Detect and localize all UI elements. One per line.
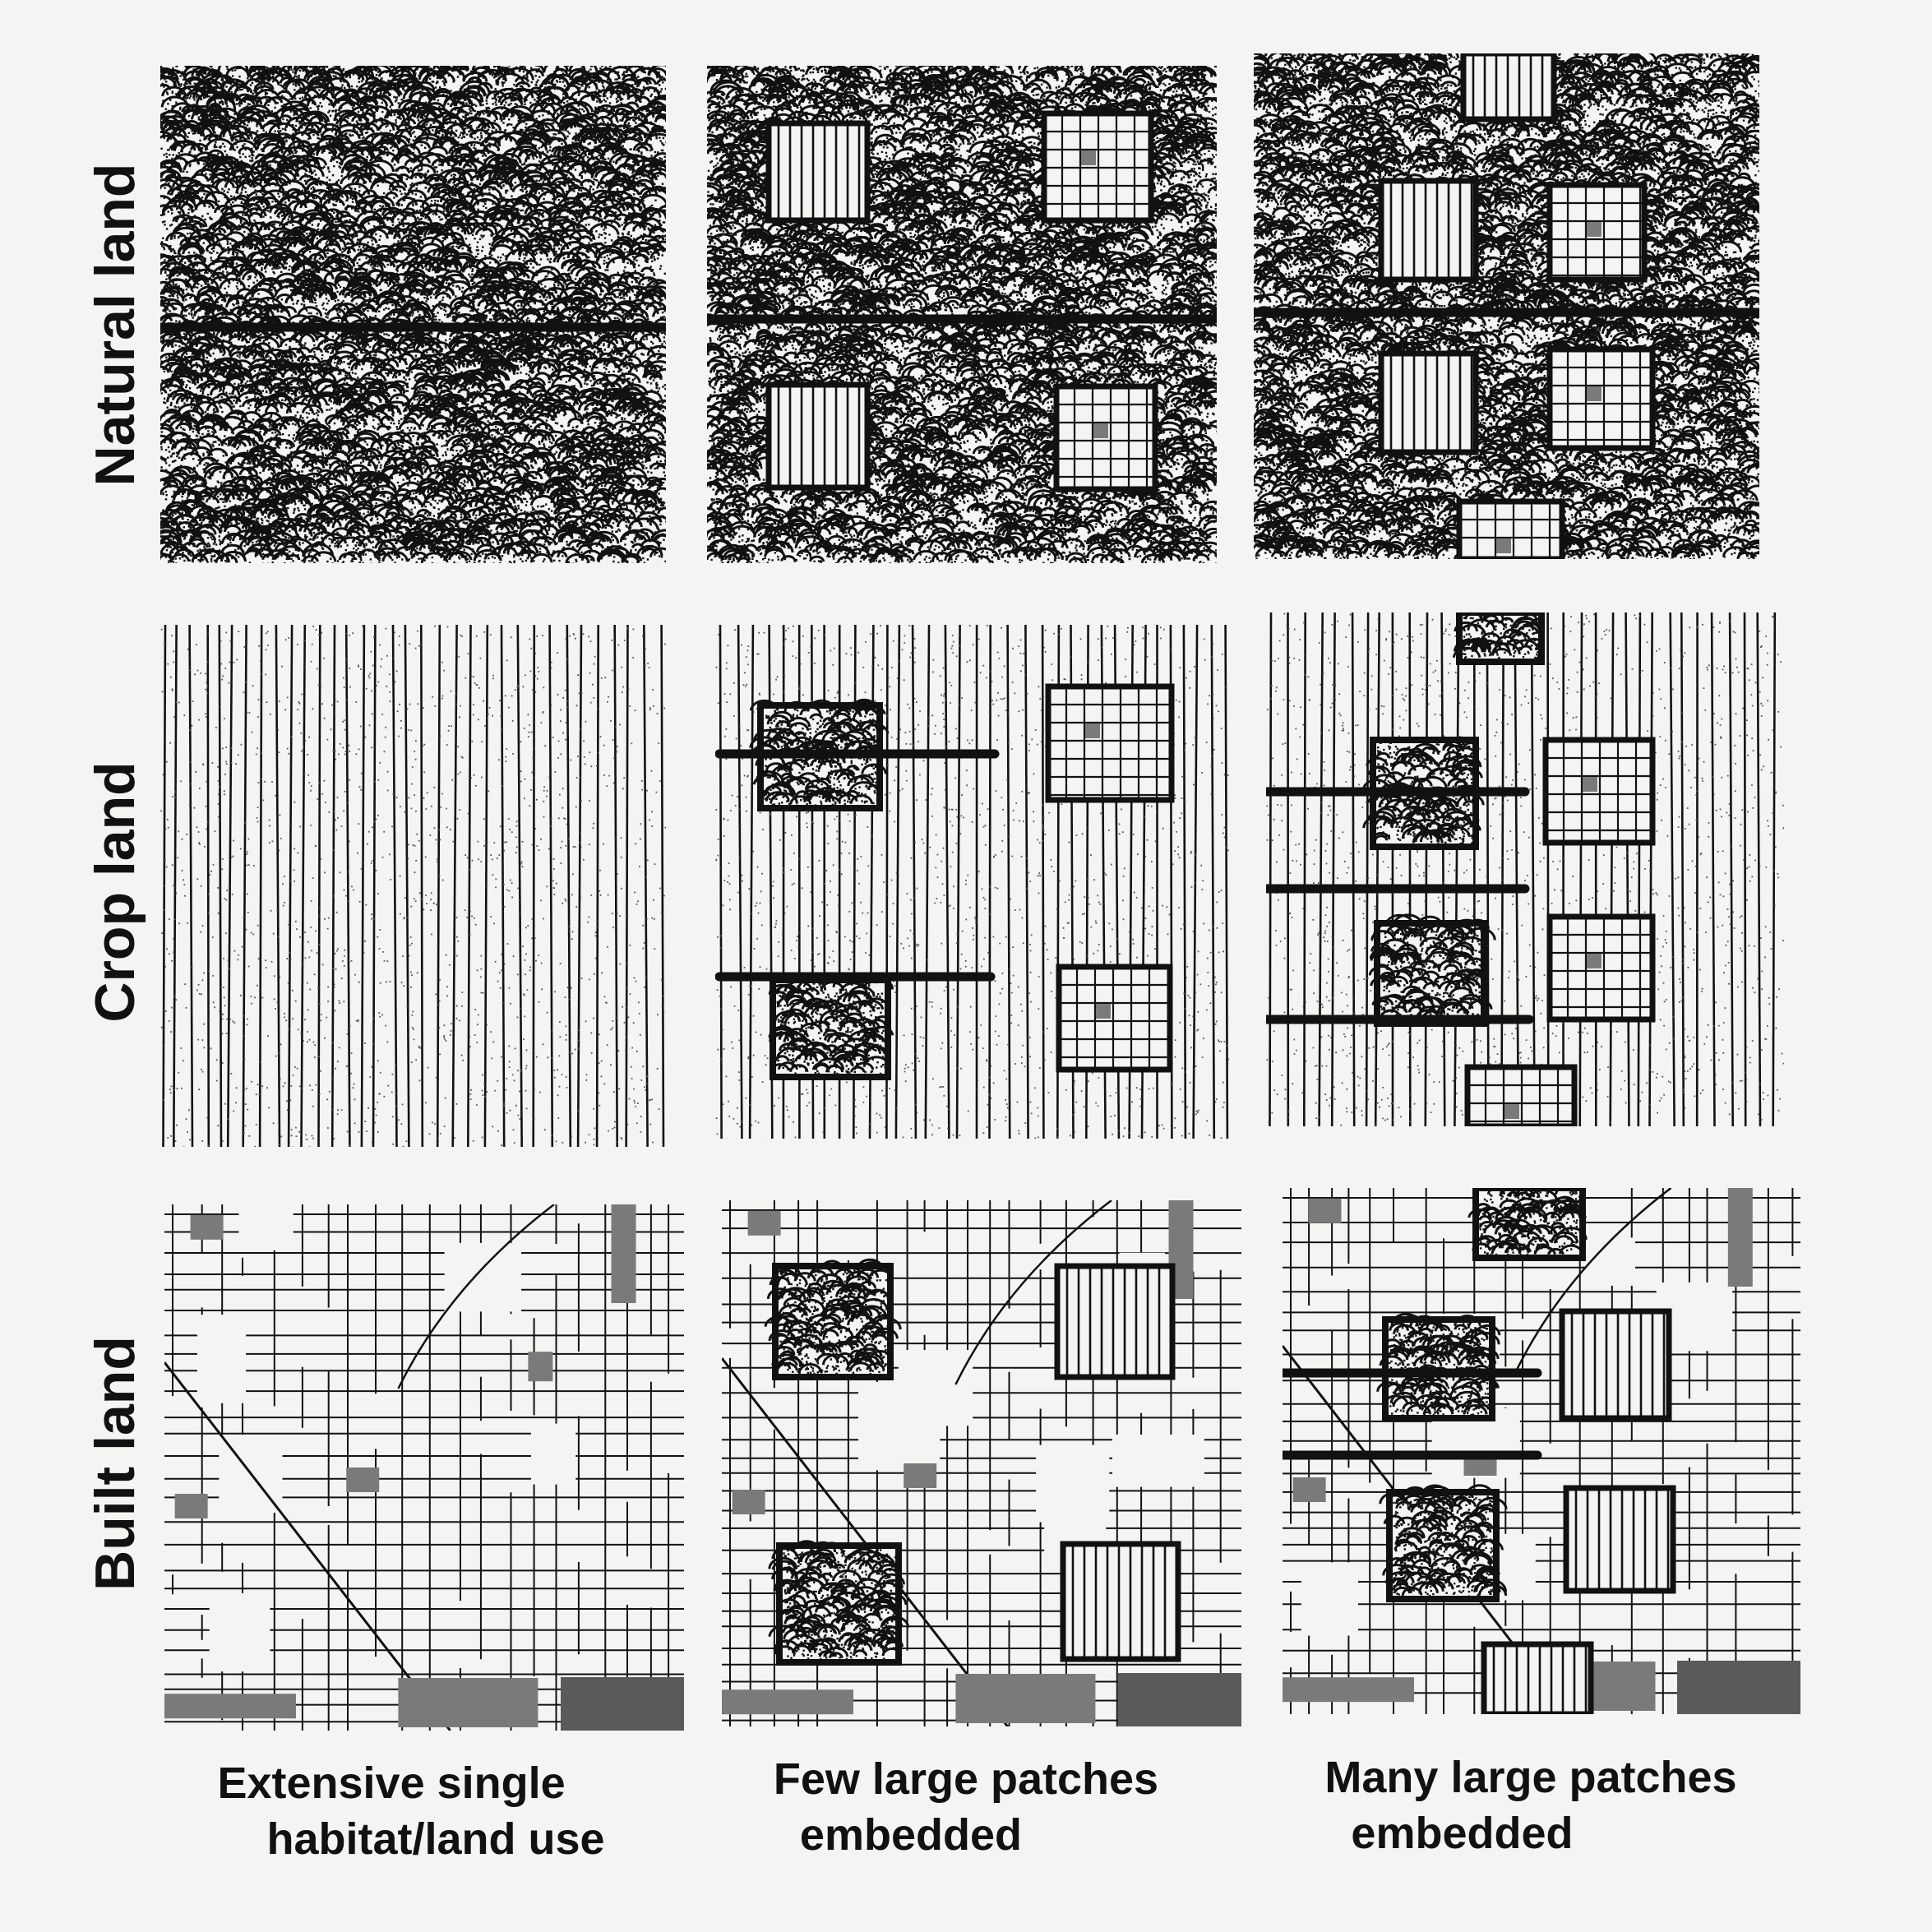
panel-natural-many-patches bbox=[1254, 53, 1759, 559]
crop-patch bbox=[1484, 1644, 1591, 1714]
crop-patch bbox=[1566, 1488, 1673, 1591]
forest-patch bbox=[770, 976, 893, 1077]
forest-patch bbox=[1469, 1188, 1586, 1258]
column-label-many-line2: embedded bbox=[1324, 1805, 1736, 1861]
crop-patch bbox=[1562, 1311, 1669, 1418]
built-patch bbox=[1048, 686, 1172, 800]
crop-texture bbox=[1266, 612, 1784, 1126]
row-label-built-land: Built land bbox=[83, 1336, 147, 1591]
built-patch bbox=[1059, 967, 1170, 1070]
natural-texture bbox=[160, 66, 666, 563]
panel-crop-single bbox=[160, 625, 666, 1147]
crop-patch bbox=[1063, 1544, 1178, 1659]
built-patch bbox=[1044, 113, 1151, 220]
panel-natural-few-patches bbox=[707, 66, 1217, 563]
forest-patch bbox=[1370, 915, 1495, 1024]
column-label-many-line1: Many large patches bbox=[1324, 1749, 1736, 1805]
crop-patch bbox=[769, 123, 867, 220]
crop-patch bbox=[1381, 354, 1476, 452]
panel-built-many-patches bbox=[1283, 1188, 1800, 1714]
column-label-single-line2: habitat/land use bbox=[217, 1811, 604, 1867]
column-label-single: Extensive single habitat/land use bbox=[217, 1755, 604, 1867]
column-label-many: Many large patches embedded bbox=[1324, 1749, 1736, 1861]
built-patch bbox=[1550, 917, 1652, 1019]
forest-patch bbox=[1378, 1314, 1500, 1418]
natural-texture bbox=[1254, 53, 1759, 559]
forest-patch bbox=[1454, 612, 1544, 662]
panel-natural-single bbox=[160, 66, 666, 563]
crop-patch bbox=[1463, 53, 1554, 119]
crop-patch bbox=[1381, 181, 1476, 280]
built-patch bbox=[1056, 386, 1155, 489]
forest-patch bbox=[1380, 1486, 1506, 1599]
built-patch bbox=[1459, 501, 1562, 559]
row-label-natural-land: Natural land bbox=[83, 164, 147, 487]
row-label-crop-land: Crop land bbox=[83, 761, 147, 1022]
built-texture bbox=[164, 1204, 684, 1731]
panel-crop-many-patches bbox=[1266, 612, 1784, 1126]
panel-built-single bbox=[164, 1204, 684, 1731]
built-patch bbox=[1550, 349, 1652, 448]
column-label-few: Few large patches embedded bbox=[774, 1751, 1158, 1863]
forest-patch bbox=[765, 1259, 900, 1377]
crop-patch bbox=[1057, 1266, 1172, 1377]
panel-built-few-patches bbox=[722, 1200, 1241, 1726]
column-label-single-line1: Extensive single bbox=[217, 1755, 604, 1811]
built-patch bbox=[1467, 1067, 1574, 1126]
column-label-few-line1: Few large patches bbox=[774, 1751, 1158, 1807]
forest-patch bbox=[770, 1541, 908, 1662]
built-patch bbox=[1546, 740, 1652, 843]
built-patch bbox=[1550, 185, 1644, 280]
crop-texture bbox=[160, 625, 666, 1147]
crop-patch bbox=[769, 385, 867, 488]
column-label-few-line2: embedded bbox=[774, 1807, 1158, 1863]
panel-crop-few-patches bbox=[715, 625, 1229, 1139]
